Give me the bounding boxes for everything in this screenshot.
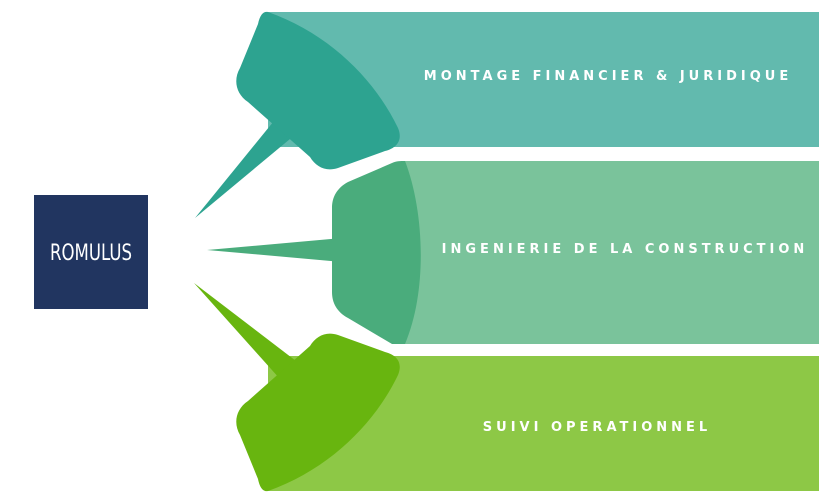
label-suivi-operationnel: SUIVI OPERATIONNEL bbox=[483, 420, 711, 435]
logo-text: ROMULUS bbox=[50, 241, 132, 266]
branch-shape-suivi bbox=[236, 333, 400, 492]
connector-spike-montage bbox=[195, 116, 296, 218]
band-ingenierie bbox=[405, 161, 819, 344]
label-montage-financier: MONTAGE FINANCIER & JURIDIQUE bbox=[424, 69, 792, 84]
romulus-logo: ROMULUS bbox=[34, 195, 148, 309]
connector-spike-ingenierie bbox=[207, 238, 342, 262]
connector-spike-suivi bbox=[194, 283, 296, 379]
label-ingenierie-construction: INGENIERIE DE LA CONSTRUCTION bbox=[442, 242, 809, 257]
logo-background bbox=[34, 195, 148, 309]
branch-shape-ingenierie bbox=[332, 161, 421, 344]
branch-shape-montage bbox=[236, 11, 400, 170]
